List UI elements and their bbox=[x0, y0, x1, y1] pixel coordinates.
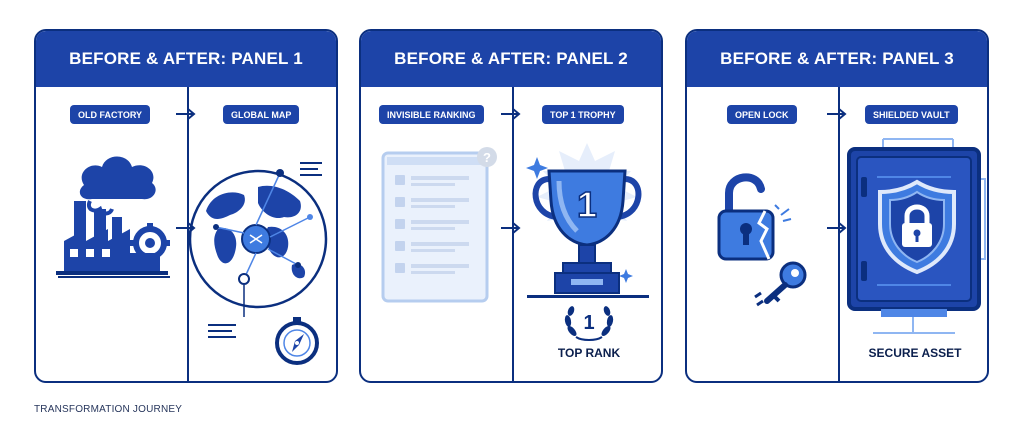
panel-2-caption: TOP RANK bbox=[557, 346, 621, 360]
ranking-list-icon: ? bbox=[381, 147, 497, 303]
laurel-icon: 1 bbox=[564, 306, 614, 341]
panel-3-title: BEFORE & AFTER: PANEL 3 bbox=[687, 31, 987, 87]
shield-lock-icon bbox=[878, 179, 956, 275]
laurel-number: 1 bbox=[583, 312, 594, 334]
panel-2: BEFORE & AFTER: PANEL 2 INVISIBLE RANKIN… bbox=[359, 29, 663, 383]
panel-2-title: BEFORE & AFTER: PANEL 2 bbox=[361, 31, 661, 87]
panel-1-divider bbox=[187, 87, 189, 381]
panel-1-before-label: OLD FACTORY bbox=[70, 105, 151, 124]
arrow-right-icon bbox=[501, 108, 521, 120]
globe-map-icon bbox=[188, 162, 328, 338]
factory-icon bbox=[56, 156, 170, 278]
key-icon bbox=[754, 261, 807, 307]
arrow-right-icon bbox=[827, 108, 847, 120]
panel-2-divider bbox=[512, 87, 514, 381]
open-lock-icon bbox=[717, 173, 792, 261]
panel-1-after-label: GLOBAL MAP bbox=[223, 105, 300, 124]
footer-caption: TRANSFORMATION JOURNEY bbox=[34, 404, 183, 415]
arrow-right-icon bbox=[827, 222, 847, 234]
panel-3-before-label: OPEN LOCK bbox=[727, 105, 797, 124]
compass-icon bbox=[275, 317, 319, 365]
trophy-number: 1 bbox=[577, 184, 597, 225]
arrow-right-icon bbox=[501, 222, 521, 234]
svg-text:?: ? bbox=[483, 150, 491, 165]
panel-2-after-label: TOP 1 TROPHY bbox=[542, 105, 624, 124]
panel-3-after-label: SHIELDED VAULT bbox=[865, 105, 958, 124]
trophy-icon: 1 bbox=[526, 143, 649, 298]
panel-2-before-label: INVISIBLE RANKING bbox=[379, 105, 484, 124]
panel-3-divider bbox=[838, 87, 840, 381]
panel-1: BEFORE & AFTER: PANEL 1 OLD FACTORY GLOB… bbox=[34, 29, 338, 383]
panel-3-caption: SECURE ASSET bbox=[868, 346, 962, 360]
panel-3: BEFORE & AFTER: PANEL 3 OPEN LOCK SHIELD… bbox=[685, 29, 989, 383]
arrow-right-icon bbox=[176, 108, 196, 120]
panel-1-title: BEFORE & AFTER: PANEL 1 bbox=[36, 31, 336, 87]
